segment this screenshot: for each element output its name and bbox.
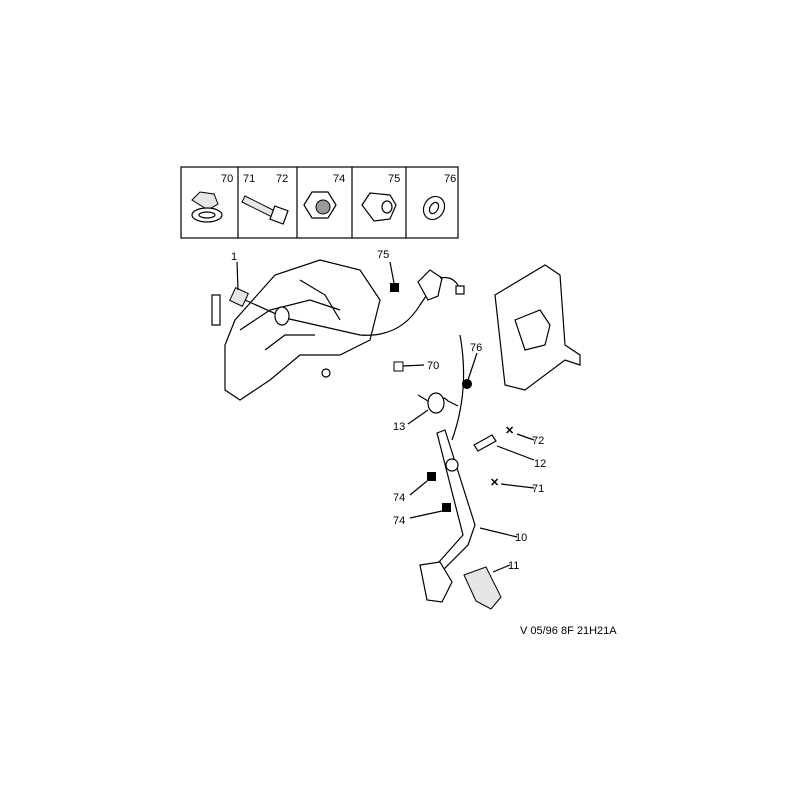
callout-1: 1 bbox=[231, 251, 237, 263]
return-spring bbox=[417, 392, 459, 414]
callout-74: 74 bbox=[393, 515, 405, 527]
marker-72-cross: ✕ bbox=[505, 425, 514, 437]
pivot-sleeve bbox=[473, 434, 497, 452]
callout-72: 72 bbox=[532, 435, 544, 447]
marker-71-cross: ✕ bbox=[490, 477, 499, 489]
washer-icon bbox=[422, 195, 446, 221]
bolt-icon bbox=[241, 195, 289, 225]
callout-75: 75 bbox=[377, 249, 389, 261]
callout-12: 12 bbox=[534, 458, 546, 470]
legend-label-71: 71 bbox=[243, 173, 255, 185]
callout-70: 70 bbox=[427, 360, 439, 372]
leader-lines bbox=[236, 261, 535, 573]
lock-nut-icon bbox=[303, 191, 337, 219]
legend-label-75: 75 bbox=[388, 173, 400, 185]
legend-frame bbox=[180, 166, 459, 239]
pedal-rubber bbox=[463, 566, 502, 610]
marker-75-filled-square bbox=[390, 283, 399, 292]
legend-label-76: 76 bbox=[444, 173, 456, 185]
clutch-pedal bbox=[419, 429, 502, 610]
cable-clip-icon bbox=[191, 191, 223, 223]
marker-76-dot bbox=[462, 379, 472, 389]
callout-11: 11 bbox=[508, 560, 519, 572]
marker-70-open-square bbox=[393, 361, 404, 372]
marker-74-square bbox=[442, 503, 451, 512]
stud bbox=[211, 294, 221, 326]
callout-10: 10 bbox=[515, 532, 527, 544]
clutch-cable bbox=[229, 269, 465, 441]
callout-13: 13 bbox=[393, 421, 405, 433]
callout-71: 71 bbox=[532, 483, 544, 495]
diagram-reference: V 05/96 8F 21H21A bbox=[520, 625, 617, 637]
fastener-legend: 70 71 72 74 75 76 bbox=[180, 166, 459, 239]
callout-76: 76 bbox=[470, 342, 482, 354]
callout-74: 74 bbox=[393, 492, 405, 504]
gearbox-illustration bbox=[211, 259, 381, 401]
cap-nut-icon bbox=[361, 192, 397, 222]
marker-74-square bbox=[427, 472, 436, 481]
legend-label-70: 70 bbox=[221, 173, 233, 185]
pedal-foot bbox=[419, 561, 453, 603]
legend-label-74: 74 bbox=[333, 173, 345, 185]
legend-label-72: 72 bbox=[276, 173, 288, 185]
pedal-bracket bbox=[494, 264, 581, 391]
